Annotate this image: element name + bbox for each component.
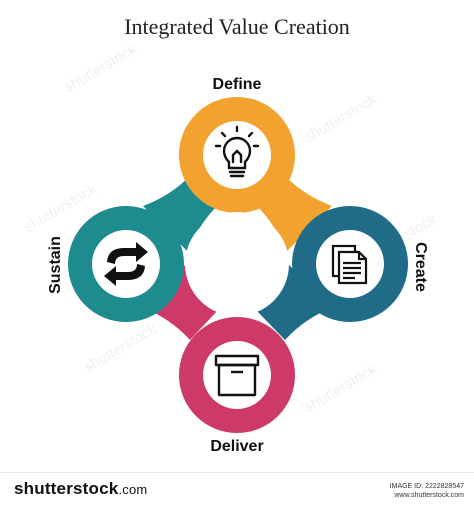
cycle-arrows-icon <box>104 242 148 286</box>
image-meta: IMAGE ID: 2222828547 www.shutterstock.co… <box>390 482 464 500</box>
band-create-deliver <box>256 262 332 340</box>
sustain-disc <box>92 230 160 298</box>
band-deliver-sustain <box>143 262 218 340</box>
sustain-label: Sustain <box>47 236 64 294</box>
site-url: www.shutterstock.com <box>394 492 464 499</box>
define-disc <box>203 121 271 189</box>
archive-box-icon <box>214 354 260 397</box>
create-label: Create <box>412 242 429 292</box>
documents-icon <box>331 244 368 285</box>
define-label: Define <box>212 76 262 93</box>
deliver-disc <box>203 341 271 409</box>
lightbulb-icon <box>214 125 260 178</box>
brand-logo: shutterstock.com <box>14 479 148 498</box>
image-id: IMAGE ID: 2222828547 <box>389 483 464 490</box>
deliver-label: Deliver <box>210 438 264 455</box>
diagram-title: Integrated Value Creation <box>124 14 350 39</box>
footer-bar: shutterstock.com IMAGE ID: 2222828547 ww… <box>0 472 474 506</box>
center-circle <box>185 212 289 316</box>
